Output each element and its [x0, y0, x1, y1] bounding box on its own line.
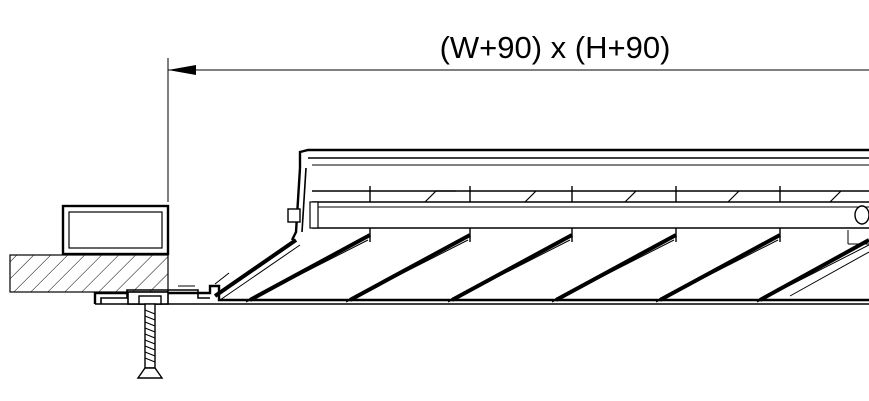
blade	[447, 233, 573, 303]
dimension-label: (W+90) x (H+90)	[440, 30, 671, 65]
frame-inner	[68, 211, 163, 249]
rod-end-right	[854, 205, 869, 225]
wall-section	[9, 254, 169, 293]
housing-side-inner	[301, 167, 307, 233]
grille-housing	[290, 148, 869, 241]
screw-thread	[144, 309, 156, 363]
frame-profile	[61, 204, 170, 256]
flange-inner	[100, 289, 210, 304]
blade-separators	[369, 186, 781, 242]
screw	[136, 295, 164, 379]
upper-blade-segments	[424, 190, 842, 203]
rod-end-left	[309, 201, 319, 229]
wall-hatch	[9, 254, 169, 293]
rod-end-cap	[287, 208, 301, 223]
dimension-annotation: (W+90) x (H+90)	[167, 30, 869, 202]
blade	[655, 233, 781, 303]
blade	[756, 238, 869, 303]
screw-tip	[136, 367, 164, 379]
dimension-arrowhead	[168, 65, 196, 75]
screw-head	[138, 295, 162, 305]
blade	[551, 233, 677, 303]
blade	[213, 238, 301, 301]
housing-top-lip	[298, 148, 869, 168]
support-rod	[287, 201, 869, 229]
blade	[245, 233, 371, 303]
grille-blades	[213, 233, 869, 303]
housing-side-wall	[290, 167, 302, 241]
end-brace	[789, 230, 869, 297]
flange-outline	[93, 284, 869, 304]
mounting-flange	[93, 284, 869, 305]
blade	[345, 233, 471, 303]
